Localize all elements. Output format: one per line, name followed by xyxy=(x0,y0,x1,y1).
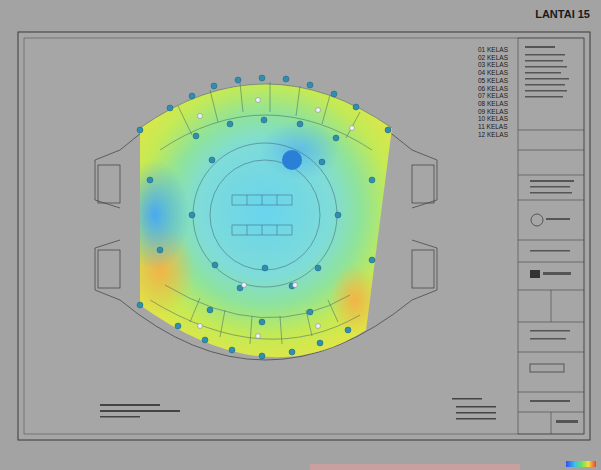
room-list-item: 07 KELAS xyxy=(478,93,508,100)
room-list-item: 12 KELAS xyxy=(478,132,508,139)
sheet-border xyxy=(18,32,590,440)
room-list-item: 02 KELAS xyxy=(478,55,508,62)
room-list-item: 04 KELAS xyxy=(478,70,508,77)
room-list-item: 03 KELAS xyxy=(478,62,508,69)
signal-heatmap xyxy=(120,60,400,400)
access-point-highlight xyxy=(282,150,302,170)
room-list-item: 11 KELAS xyxy=(478,124,508,131)
room-list-item: 05 KELAS xyxy=(478,78,508,85)
room-list-item: 01 KELAS xyxy=(478,47,508,54)
color-scale xyxy=(566,461,596,467)
title-block-marks xyxy=(525,46,578,423)
sheet-inner-border xyxy=(24,38,584,434)
room-list-item: 06 KELAS xyxy=(478,86,508,93)
plan-walls xyxy=(140,82,392,344)
plan-note-marks xyxy=(100,398,496,420)
access-points xyxy=(137,75,391,359)
bottom-strip xyxy=(310,464,520,470)
sheet-title: LANTAI 15 xyxy=(535,9,590,20)
title-block xyxy=(518,38,584,434)
room-markers xyxy=(198,98,355,339)
room-list-item: 08 KELAS xyxy=(478,101,508,108)
room-list-item: 10 KELAS xyxy=(478,116,508,123)
room-list-item: 09 KELAS xyxy=(478,109,508,116)
